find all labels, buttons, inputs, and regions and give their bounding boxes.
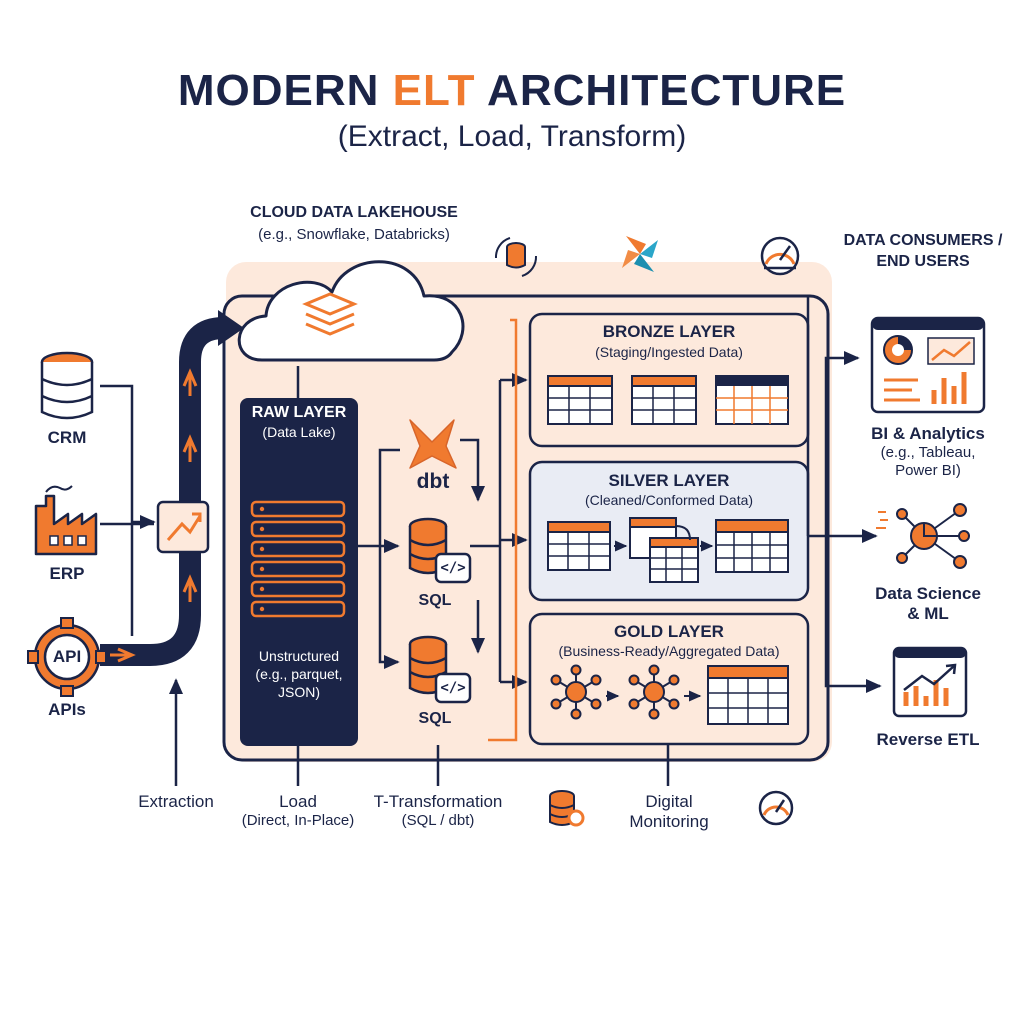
bi-example-1: (e.g., Tableau, [880,444,976,461]
data-science-label: Data Science [875,584,981,603]
apis-label: APIs [48,700,86,719]
sql-label-2: SQL [418,710,452,727]
database-settings-icon [549,790,585,827]
storage-rack-icon [250,500,346,618]
stage-load-detail: (Direct, In-Place) [241,812,355,829]
bi-example-2: Power BI) [895,462,961,479]
page-title: MODERN ELT ARCHITECTURE [177,66,847,115]
crm-label: CRM [47,428,87,447]
api-badge: API [52,647,82,666]
raw-layer-title: RAW LAYER [251,404,347,421]
raw-layer-note-1: Unstructured [258,648,340,664]
reverse-etl-label: Reverse ETL [876,730,980,749]
right-arrow-icon [110,647,136,663]
api-gear-icon [27,617,107,697]
stage-transformation-detail: (SQL / dbt) [401,812,475,829]
dbt-label: dbt [416,470,450,493]
gold-layer-subtitle: (Business-Ready/Aggregated Data) [558,643,780,659]
code-icon: </> [440,560,466,576]
erp-label: ERP [49,564,85,583]
erp-factory-icon [34,485,98,556]
gold-layer-title: GOLD LAYER [614,622,724,641]
stage-monitoring-2: Monitoring [629,812,709,831]
raw-layer-note-3: JSON) [278,684,320,700]
crm-database-icon [40,351,94,420]
lakehouse-title: CLOUD DATA LAKEHOUSE [250,204,458,221]
raw-layer-panel [240,398,358,746]
stage-transformation: T-Transformation [373,792,503,811]
bi-dashboard-icon [870,316,986,414]
code-icon: </> [440,680,466,696]
lakehouse-subtitle: (e.g., Snowflake, Databricks) [258,226,450,243]
silver-layer-title: SILVER LAYER [608,471,730,490]
stage-extraction: Extraction [138,792,214,811]
data-science-network-icon [876,503,970,569]
cloud-icon [237,260,465,362]
dbt-logo-icon [409,419,457,469]
monitoring-gauge-icon [758,790,794,826]
sql-database-icon-1 [408,517,472,584]
extraction-flow-arrow [100,317,225,666]
consumers-title-2: END USERS [876,253,970,270]
sql-label-1: SQL [418,592,452,609]
gold-network-icons [550,664,789,725]
silver-layer-subtitle: (Cleaned/Conformed Data) [584,492,754,508]
raw-layer-note-2: (e.g., parquet, [255,666,343,682]
stage-monitoring: Digital [645,792,693,811]
consumers-title-1: DATA CONSUMERS / [843,232,1003,249]
silver-table-icons [547,517,789,583]
sql-database-icon-2 [408,635,472,704]
up-arrow-icon [182,368,198,396]
bronze-table-icons [547,375,789,425]
raw-layer-subtitle: (Data Lake) [262,424,336,440]
page-subtitle: (Extract, Load, Transform) [337,120,687,153]
ingest-hub-icon [156,500,210,554]
bi-label: BI & Analytics [871,424,985,443]
bronze-layer-subtitle: (Staging/Ingested Data) [595,344,743,360]
stage-load: Load [279,792,317,811]
bronze-layer-title: BRONZE LAYER [602,322,736,341]
gauge-icon [760,236,800,276]
pinwheel-logo-icon [622,236,658,272]
database-sync-icon [494,237,538,277]
reverse-etl-chart-icon [892,646,968,718]
data-science-label-2: & ML [907,604,949,623]
